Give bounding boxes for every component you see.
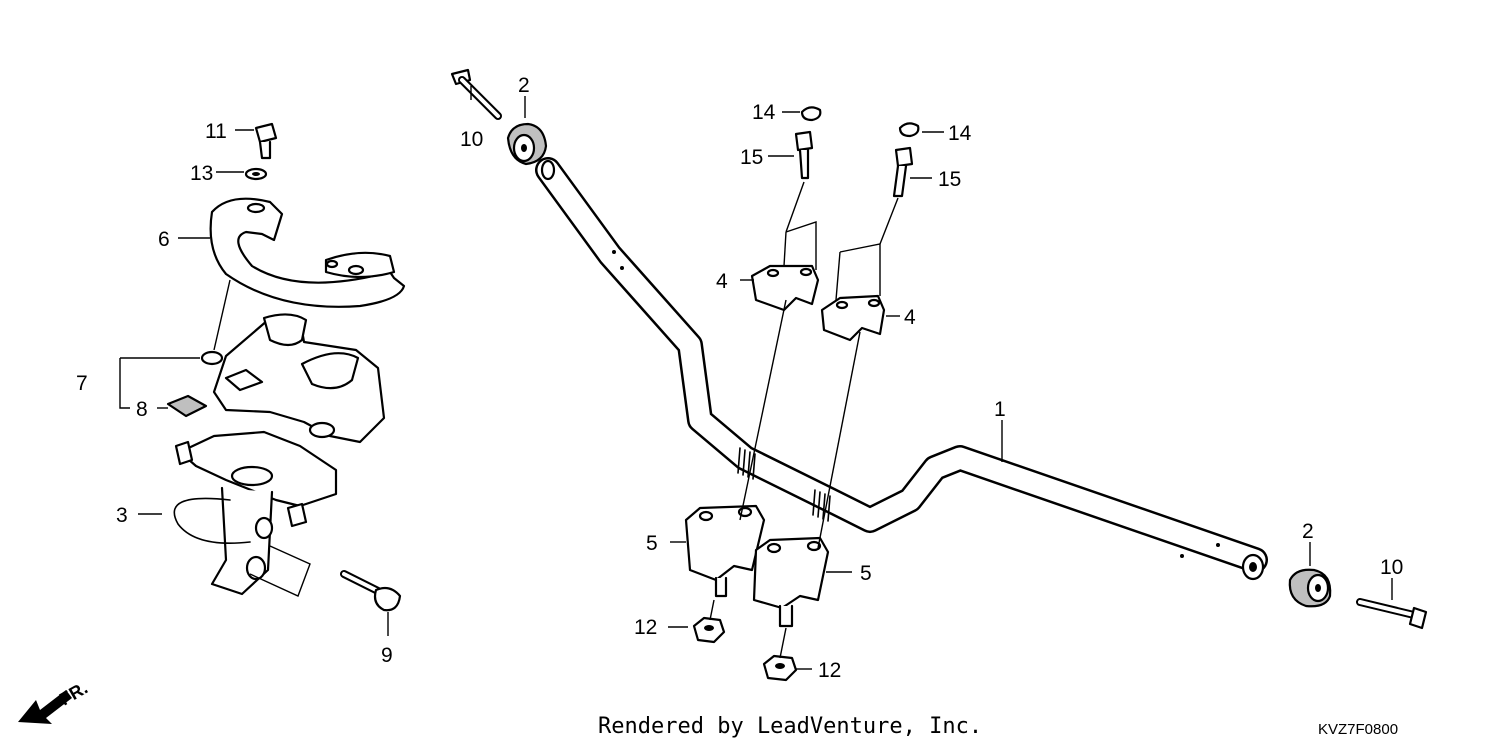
callout-4-right: 4: [904, 306, 916, 329]
rubber-pad: [166, 394, 208, 418]
holder-bolt-left: [794, 130, 814, 180]
bar-end-weight-right: [1288, 568, 1332, 608]
callout-10-left: 10: [460, 128, 483, 151]
drawing-code: KVZ7F0800: [1318, 721, 1399, 738]
steering-stem: [210, 486, 274, 596]
callout-5-right: 5: [860, 562, 872, 585]
lower-holder-left: [684, 504, 766, 598]
callout-13: 13: [190, 162, 213, 185]
upper-holder-right: [820, 294, 886, 342]
bar-end-screw-left: [450, 68, 502, 120]
pinch-bolt: [340, 570, 402, 612]
front-direction-indicator: FR.: [18, 678, 91, 724]
nut-right: [762, 654, 798, 682]
callout-6: 6: [158, 228, 170, 251]
credit-text: Rendered by LeadVenture, Inc.: [598, 714, 983, 739]
washer: [244, 167, 268, 181]
lower-plate: [174, 430, 338, 528]
bar-end-weight-left: [506, 122, 548, 166]
callout-15-left: 15: [740, 146, 763, 169]
callout-9: 9: [381, 644, 393, 667]
callout-3: 3: [116, 504, 128, 527]
nut-left: [692, 616, 726, 644]
callout-10-right: 10: [1380, 556, 1403, 579]
callout-12-right: 12: [818, 659, 841, 682]
holder-base: [200, 313, 386, 444]
bolt-cap-left: [800, 106, 822, 122]
callout-4-left: 4: [716, 270, 728, 293]
callout-14-left: 14: [752, 101, 776, 124]
leader-lines: [119, 86, 1393, 670]
wire-clip: [173, 497, 251, 544]
cover-screw: [254, 122, 278, 160]
arrow-icon: [18, 690, 72, 724]
lower-holder-right: [752, 536, 830, 628]
callout-11: 11: [205, 120, 227, 143]
bolt-cap-right: [898, 122, 920, 138]
bar-end-screw-right: [1356, 598, 1428, 630]
callout-7: 7: [76, 372, 88, 395]
callout-5-left: 5: [646, 532, 658, 555]
callout-15-right: 15: [938, 168, 961, 191]
callout-1: 1: [994, 398, 1006, 421]
holder-bolt-right: [892, 146, 914, 198]
callout-12-left: 12: [634, 616, 657, 639]
handlebar: [535, 157, 1268, 581]
callout-14-right: 14: [948, 122, 972, 145]
callout-labels: 1 2 2 3 4 4 5 5 6 7 8 9 10 10 11 13 12 1…: [76, 74, 1403, 682]
callout-2-left: 2: [518, 74, 530, 97]
callout-8: 8: [136, 398, 148, 421]
handlebar-cover: [209, 197, 406, 308]
callout-2-right: 2: [1302, 520, 1314, 543]
